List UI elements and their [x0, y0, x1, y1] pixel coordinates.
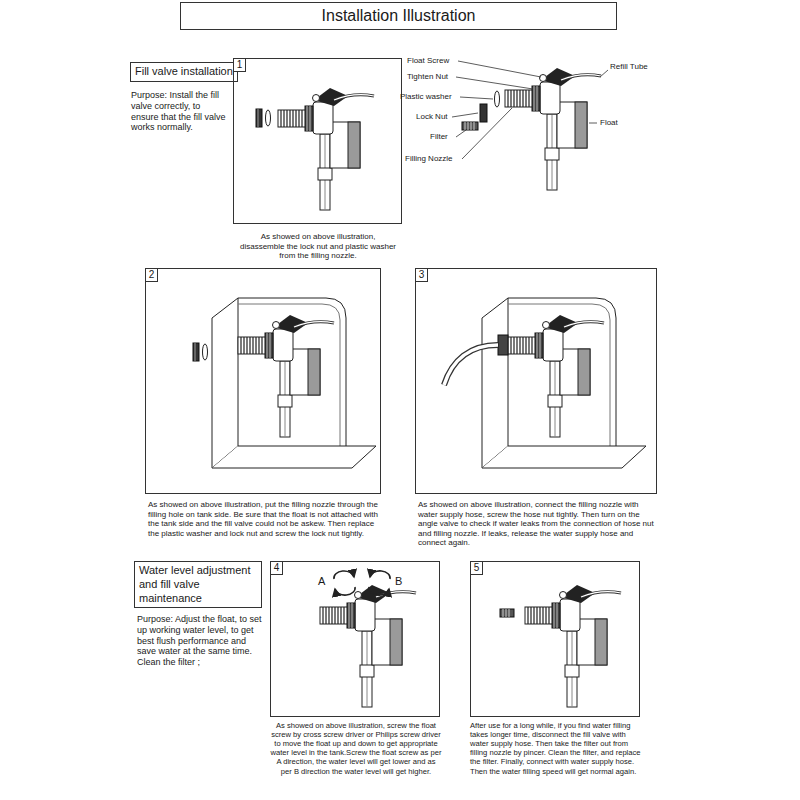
step-caption: As showed on above illustration, disasse…: [238, 232, 398, 261]
part-label: Lock Nut: [416, 112, 448, 122]
panel-frame: [415, 268, 657, 494]
leader-lines: [452, 61, 608, 159]
panel-5-art: [500, 585, 621, 707]
step-number: 1: [233, 58, 246, 72]
panel-2-art: [193, 298, 376, 468]
heading-text: Water level adjustment and fill valve ma…: [139, 564, 257, 605]
callout-number: 3: [416, 269, 427, 281]
exploded-view: [452, 61, 608, 190]
section-heading: Fill valve installation: [130, 62, 238, 82]
fill-valve: [525, 585, 621, 707]
heading-text: Fill valve installation: [135, 65, 233, 79]
washer-and-nut: [256, 109, 271, 127]
fill-valve: [238, 315, 334, 437]
panel-frame: [470, 561, 640, 717]
rotation-arrows: [334, 571, 390, 595]
title-text: Installation Illustration: [322, 7, 476, 25]
step-number: 2: [145, 268, 158, 282]
direction-letter: B: [395, 575, 402, 588]
plastic-washer: [495, 91, 500, 107]
fill-valve: [508, 315, 604, 437]
step-panel: As showed on above illustration, disasse…: [233, 58, 402, 261]
part-label: Filter: [430, 132, 448, 142]
supply-hose: [444, 345, 498, 385]
panel-frame: [145, 268, 381, 494]
step-caption: As showed on above illustration, screw t…: [270, 721, 442, 776]
section-heading: Water level adjustment and fill valve ma…: [134, 561, 262, 608]
washer-and-nut: [193, 343, 208, 361]
step-caption: As showed on above illustration, connect…: [418, 500, 658, 548]
part-label: Refill Tube: [610, 62, 648, 72]
callout-number: 1: [234, 59, 245, 71]
filter: [500, 609, 514, 617]
filter-mesh: [503, 609, 509, 617]
purpose-note: Purpose: Install the fill valve correctl…: [131, 90, 229, 133]
callout-number: 4: [271, 562, 282, 574]
step-panel: As showed on above illustration, put the…: [145, 268, 381, 538]
step-panel: As showed on above illustration, screw t…: [270, 561, 440, 776]
part-label: Float: [600, 118, 618, 128]
filter-mesh: [465, 122, 474, 130]
callout-number: 5: [471, 562, 482, 574]
filter: [462, 122, 478, 130]
purpose-note: Purpose: Adjust the float, to set up wor…: [137, 614, 265, 668]
fill-valve: [505, 68, 601, 190]
fill-valve: [278, 88, 374, 210]
step-number: 4: [270, 561, 283, 575]
part-label: Float Screw: [407, 56, 449, 66]
part-label: Tighten Nut: [407, 72, 448, 82]
step-number: 3: [415, 268, 428, 282]
step-caption: After use for a long while, if you find …: [470, 721, 646, 776]
lock-nut: [480, 104, 487, 122]
tank-wall: [212, 298, 376, 468]
step-caption: As showed on above illustration, put the…: [148, 500, 380, 538]
title-box: Installation Illustration: [180, 2, 617, 30]
tank-wall: [482, 298, 646, 468]
panel-3-art: [444, 298, 646, 468]
part-label: Filling Nozzle: [405, 154, 453, 164]
panel-1-art: [256, 88, 374, 210]
step-number: 5: [470, 561, 483, 575]
step-panel: After use for a long while, if you find …: [470, 561, 640, 776]
panel-frame: [233, 58, 402, 224]
direction-letter: A: [318, 575, 325, 588]
step-panel: As showed on above illustration, connect…: [415, 268, 657, 548]
hose-nut: [498, 335, 508, 355]
callout-number: 2: [146, 269, 157, 281]
fill-valve: [320, 585, 416, 707]
panel-4-art: [320, 571, 416, 707]
supply-hose-inner: [444, 345, 498, 385]
part-label: Plastic washer: [400, 92, 452, 102]
panel-frame: [270, 561, 440, 717]
